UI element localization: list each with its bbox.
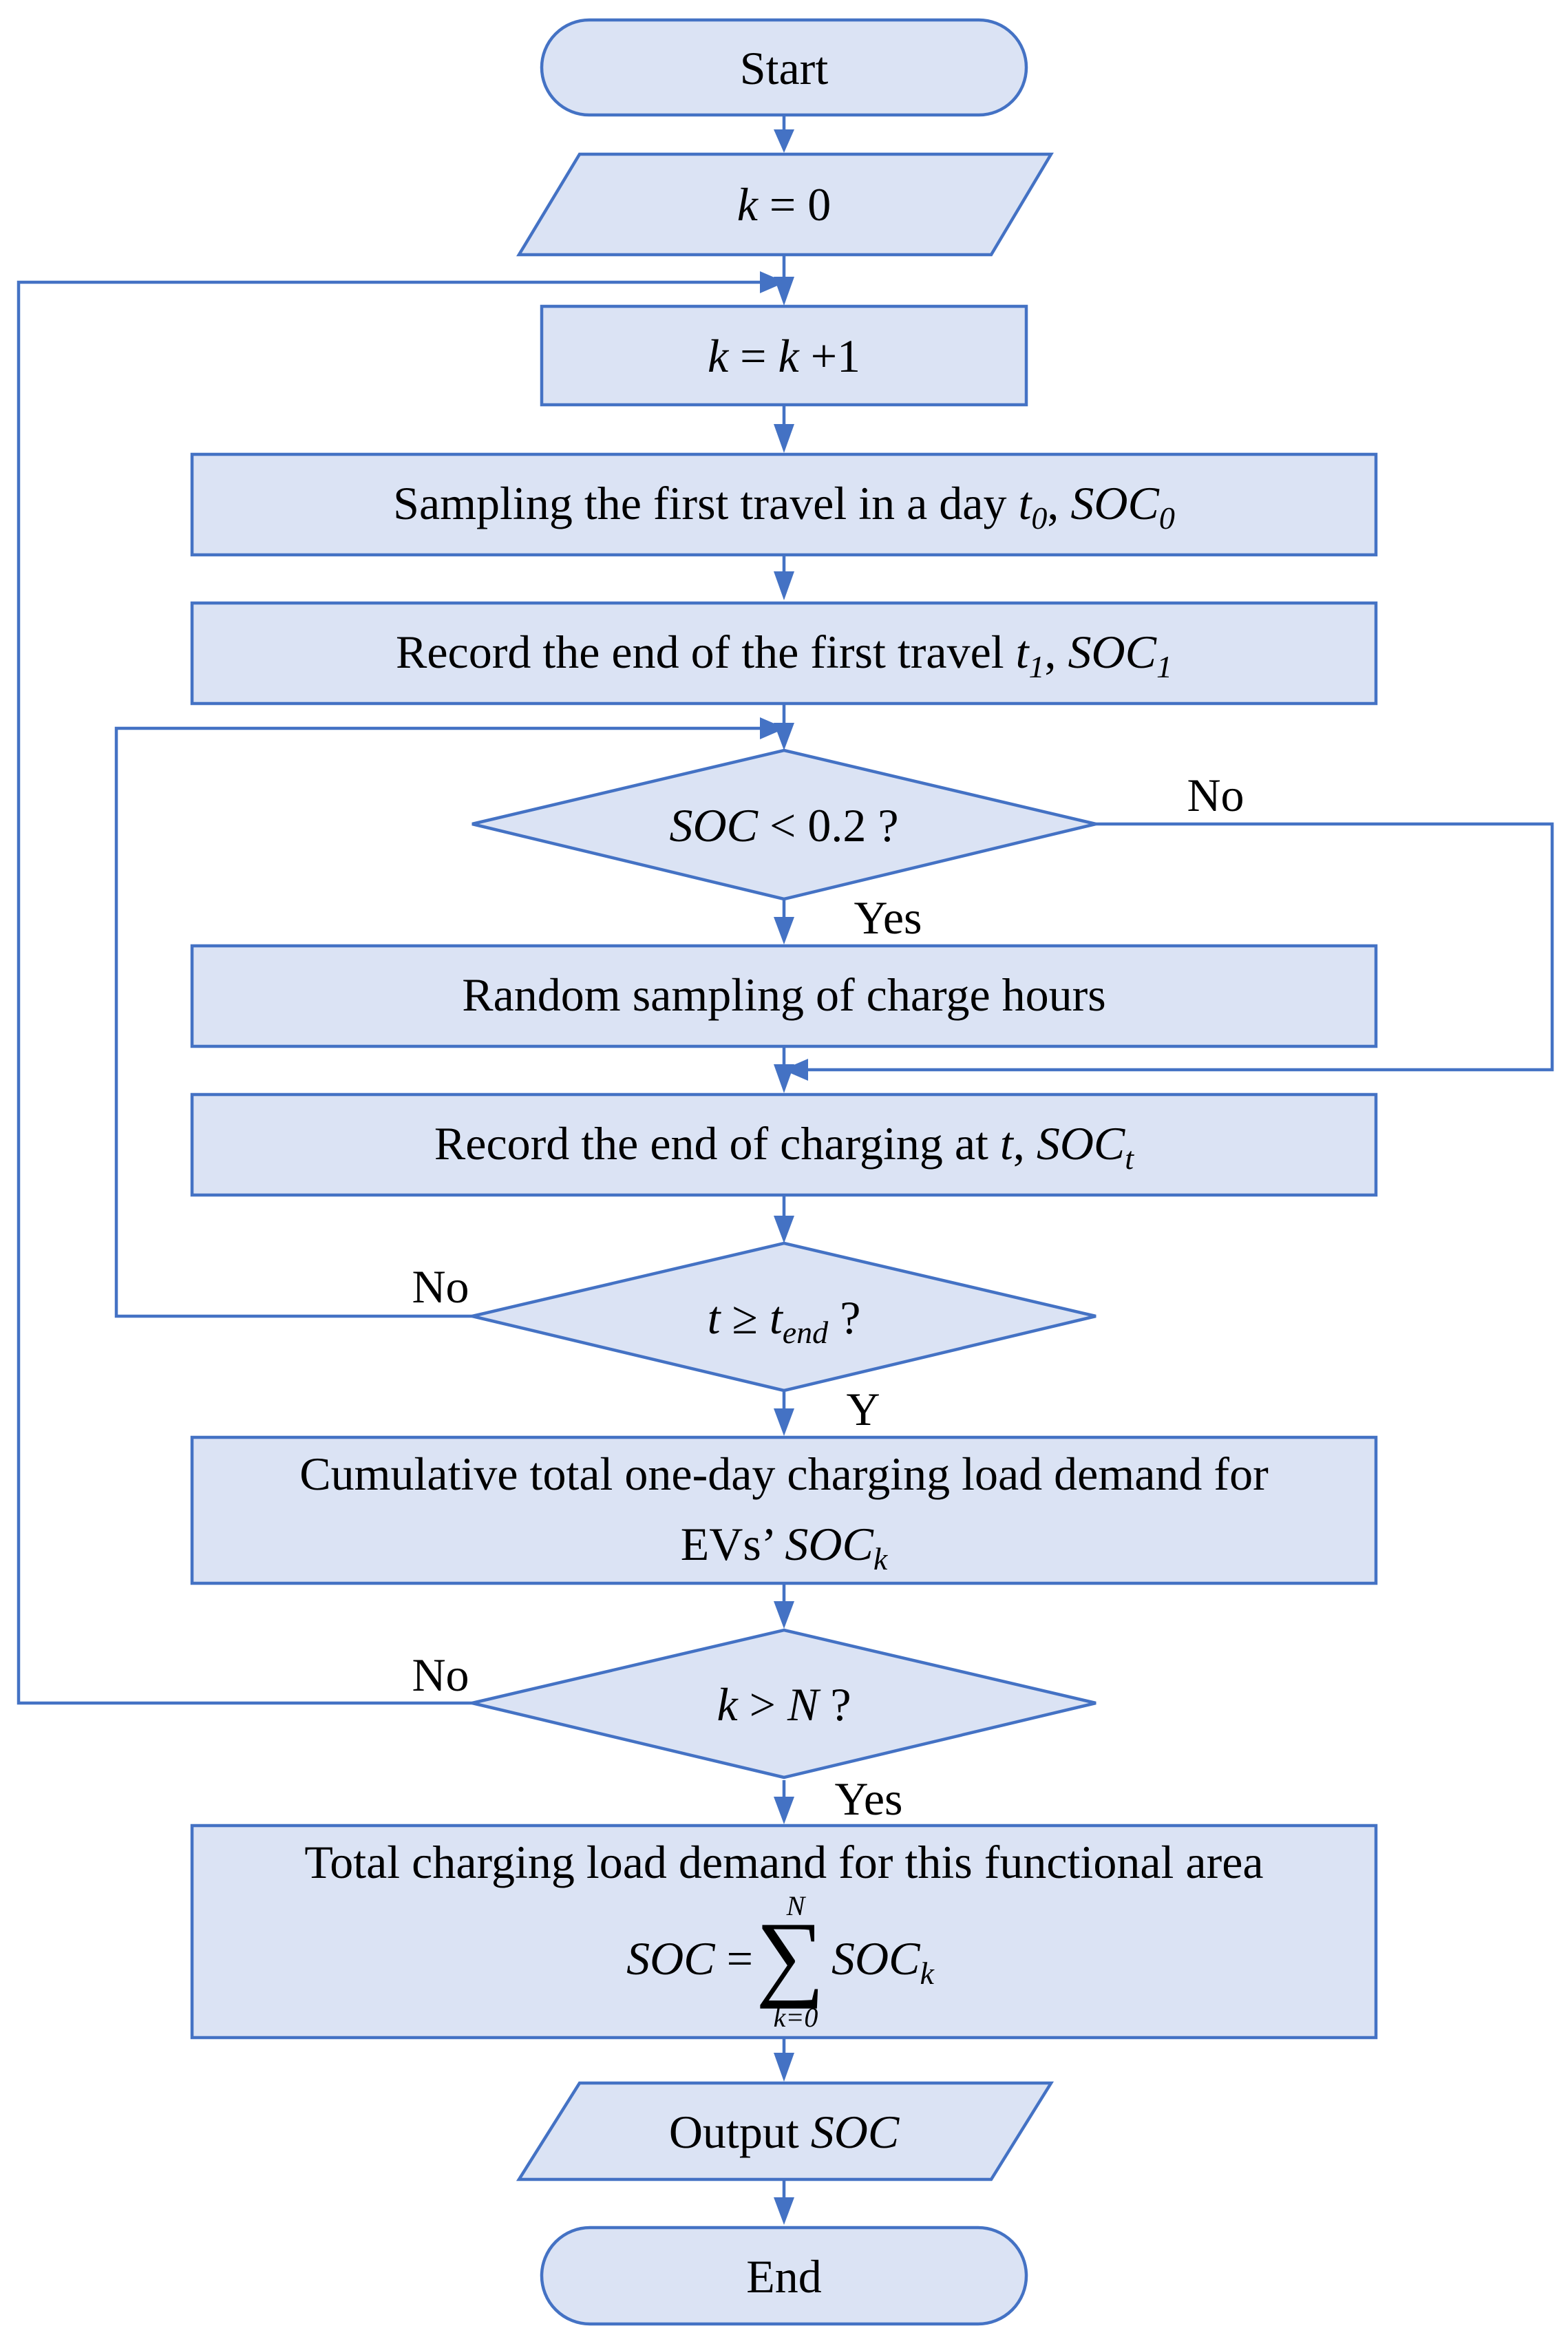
- label-k-no: No: [412, 1649, 469, 1701]
- total-node: Total charging load demand for this func…: [190, 1824, 1378, 2040]
- arrowhead: [774, 917, 794, 944]
- check-k-decision: k > N ?: [472, 1628, 1096, 1779]
- arrowhead: [774, 1601, 794, 1629]
- arrowhead: [774, 571, 794, 600]
- arrowhead: [774, 424, 794, 453]
- edge-k-no-loop: [17, 280, 768, 1705]
- label-soc-yes: Yes: [854, 891, 922, 944]
- connectors: [17, 116, 1554, 2211]
- random-sampling-label: Random sampling of charge hours: [462, 969, 1105, 1021]
- label-time-no: No: [412, 1260, 469, 1313]
- edge-soc-no-bypass: [800, 822, 1554, 1072]
- arrowhead: [774, 1408, 794, 1436]
- sample-first-travel-label: Sampling the first travel in a day t0, S…: [393, 477, 1175, 536]
- arrowhead: [774, 2197, 794, 2225]
- label-k-yes: Yes: [835, 1773, 903, 1825]
- total-formula-upper-limit: N: [786, 1890, 807, 1921]
- increment-k-node: k = k +1: [540, 304, 1028, 407]
- sample-first-travel-node: Sampling the first travel in a day t0, S…: [190, 452, 1378, 557]
- start-node: Start: [540, 18, 1028, 117]
- increment-k-label: k = k +1: [708, 330, 860, 382]
- start-label: Start: [740, 42, 829, 94]
- random-sampling-node: Random sampling of charge hours: [190, 944, 1378, 1048]
- arrowhead: [774, 129, 794, 153]
- label-soc-no: No: [1187, 769, 1244, 821]
- end-node: End: [540, 2226, 1028, 2326]
- output-node: Output SOC: [516, 2081, 1055, 2181]
- record-charge-end-node: Record the end of charging at t, SOCt: [190, 1092, 1378, 1197]
- check-soc-decision: SOC < 0.2 ?: [472, 748, 1096, 901]
- edge-time-no-loop: [114, 726, 768, 1318]
- check-time-decision: t ≥ tend ?: [472, 1241, 1096, 1393]
- end-label: End: [746, 2250, 822, 2303]
- total-formula-lhs: SOC =: [626, 1932, 753, 1985]
- output-label: Output SOC: [669, 2106, 900, 2158]
- record-first-end-label: Record the end of the first travel t1, S…: [396, 626, 1172, 684]
- check-k-label: k > N ?: [717, 1678, 851, 1731]
- arrowhead: [760, 717, 785, 739]
- arrowhead: [760, 271, 785, 293]
- cumulative-label-line2: EVs’ SOCk: [681, 1518, 889, 1576]
- check-soc-label: SOC < 0.2 ?: [670, 799, 899, 852]
- label-time-yes: Y: [846, 1383, 880, 1435]
- total-formula-lower-limit: k=0: [774, 2002, 818, 2033]
- cumulative-label-line1: Cumulative total one-day charging load d…: [299, 1448, 1269, 1500]
- init-k-label: k = 0: [737, 178, 831, 231]
- record-first-end-node: Record the end of the first travel t1, S…: [190, 601, 1378, 706]
- arrowhead: [774, 1797, 794, 1824]
- arrowhead: [783, 1059, 808, 1081]
- arrowhead: [774, 1216, 794, 1243]
- edge-labels: No Yes No Y No Yes: [412, 769, 1244, 1825]
- total-label-line1: Total charging load demand for this func…: [304, 1836, 1263, 1888]
- cumulative-node: Cumulative total one-day charging load d…: [190, 1435, 1378, 1585]
- arrowhead: [774, 2053, 794, 2082]
- check-time-label: t ≥ tend ?: [708, 1291, 861, 1350]
- total-formula-term: SOCk: [831, 1932, 935, 1991]
- init-k-node: k = 0: [516, 152, 1054, 257]
- record-charge-end-label: Record the end of charging at t, SOCt: [434, 1117, 1134, 1176]
- total-formula-sigma: ∑: [756, 1903, 825, 2009]
- arrowheads: [760, 129, 808, 2225]
